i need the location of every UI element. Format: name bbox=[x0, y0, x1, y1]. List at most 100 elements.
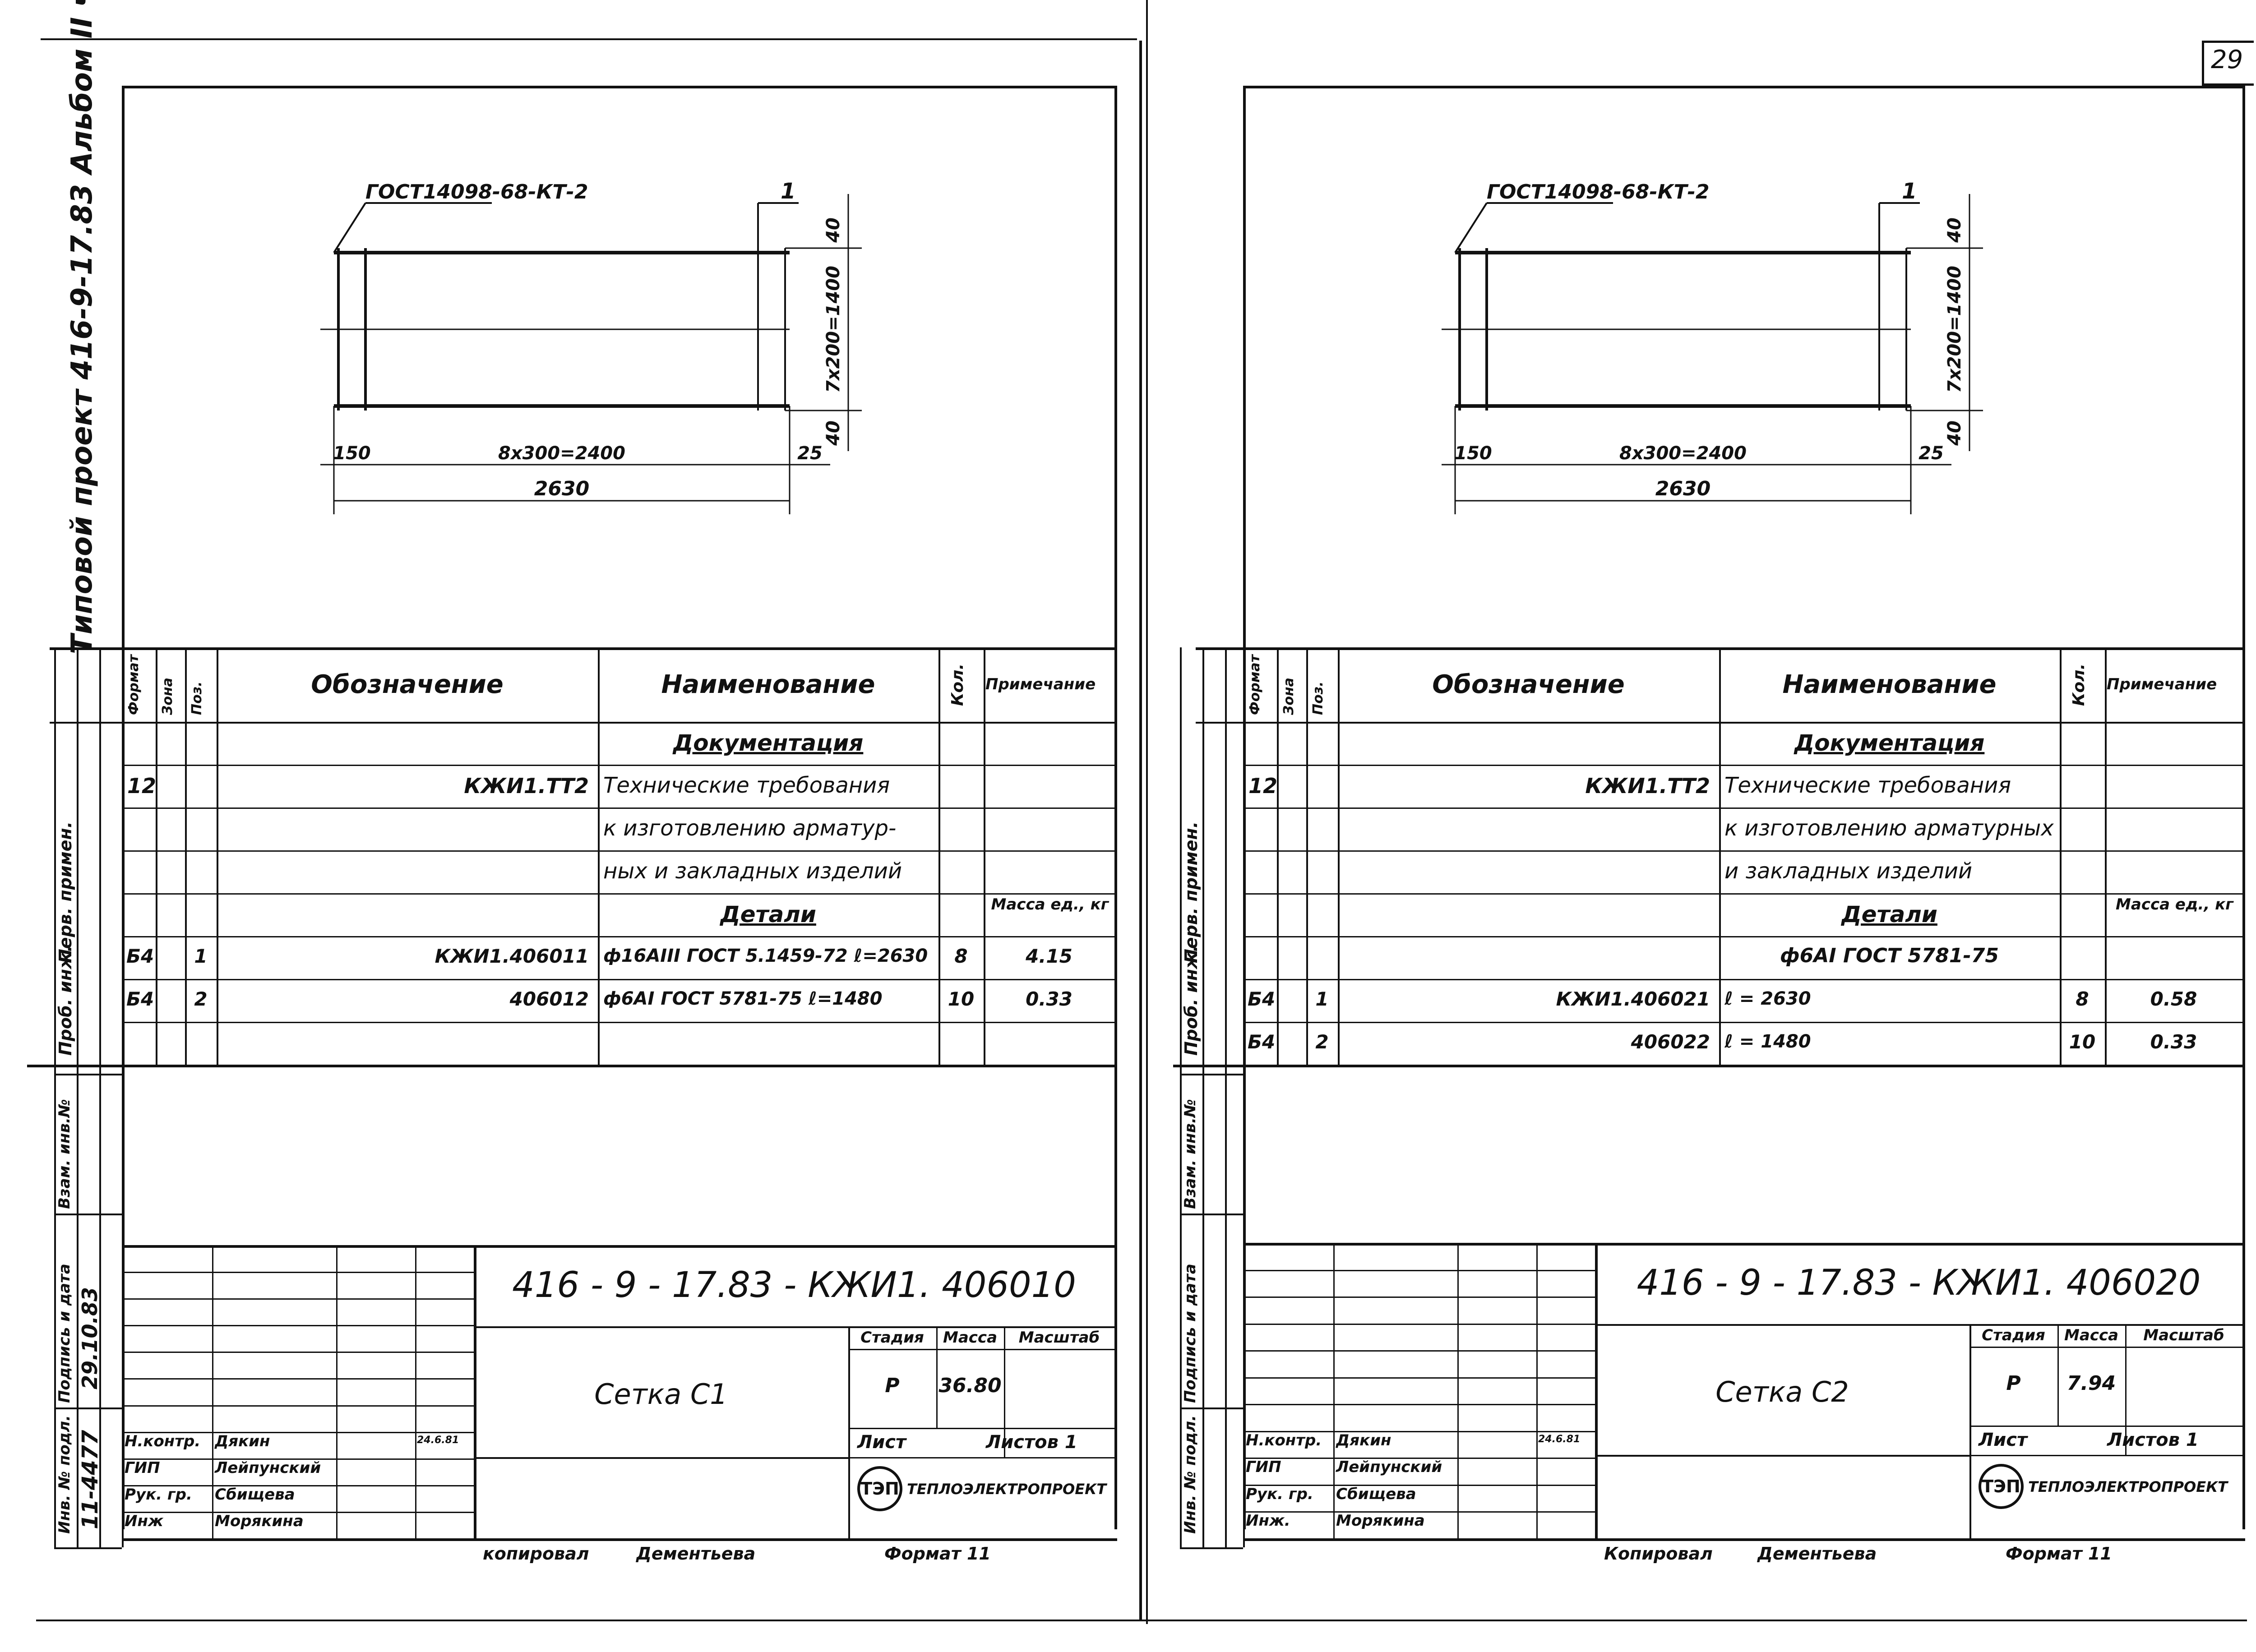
vdim-mid-text: 7х200=1400 bbox=[823, 266, 844, 393]
side-bottom bbox=[1180, 1547, 1243, 1549]
side-inv-original: Инв. № подл. bbox=[1181, 1415, 1199, 1534]
titleblock-code-left bbox=[474, 1245, 476, 1538]
mesh-drawing: ГОСТ14098-68-КТ-212407х200=1400148040251… bbox=[320, 179, 862, 514]
doc-name-line: Технические требования bbox=[1724, 773, 2011, 798]
table-row-line bbox=[1243, 850, 2242, 852]
parts-extra-line: ф6АI ГОСТ 5781-75 bbox=[1780, 944, 1999, 967]
top-line bbox=[41, 38, 1137, 40]
gost-leader bbox=[1454, 202, 1488, 254]
sheet-right: ГОСТ14098-68-КТ-212407х200=1400148040251… bbox=[1146, 0, 2256, 1652]
drawing-title: Сетка С2 bbox=[1715, 1375, 1849, 1408]
titleblock-grid-row bbox=[122, 1511, 474, 1513]
table-row-line bbox=[1243, 765, 2242, 766]
table-row-line bbox=[1243, 1022, 2242, 1023]
table-col-line bbox=[1338, 647, 1340, 1065]
table-row-line bbox=[122, 765, 1114, 766]
row-name: ℓ = 2630 bbox=[1724, 990, 1811, 1008]
doc-name-line: к изготовлению арматур- bbox=[603, 816, 897, 841]
table-top bbox=[50, 647, 1117, 650]
mass-label: Масса bbox=[943, 1329, 998, 1347]
row-pos: 2 bbox=[194, 988, 208, 1010]
titleblock-grid-row bbox=[1243, 1484, 1595, 1486]
row-qty: 8 bbox=[2076, 988, 2089, 1010]
header-qty: Кол. bbox=[2070, 663, 2088, 706]
stage-row-3 bbox=[1969, 1455, 2242, 1456]
drawing-code: 416 - 9 - 17.83 - КЖИ1. 406010 bbox=[512, 1265, 1076, 1306]
mass-value: 7.94 bbox=[2066, 1372, 2116, 1395]
titleblock-title-right bbox=[1969, 1324, 1971, 1538]
vdim-bot-text: 40 bbox=[823, 420, 844, 446]
hdim-total-text: 2630 bbox=[1655, 477, 1710, 500]
person-name: Морякина bbox=[1336, 1512, 1425, 1530]
table-col-line bbox=[1306, 647, 1308, 1065]
section-docs: Документация bbox=[673, 730, 864, 756]
header-note: Примечание bbox=[2107, 675, 2217, 693]
stage-label: Стадия bbox=[860, 1329, 924, 1347]
titleblock-grid-col bbox=[1333, 1243, 1335, 1538]
sheets-label: Листов 1 bbox=[986, 1432, 1077, 1453]
side-split-1 bbox=[1180, 1074, 1243, 1075]
side-stamp-col bbox=[1243, 647, 1245, 1547]
side-stamp-col bbox=[1202, 647, 1204, 1547]
side-engineer: Проб. инж. bbox=[55, 945, 75, 1056]
person-role: Инж bbox=[125, 1512, 163, 1530]
titleblock-grid-col bbox=[415, 1245, 416, 1538]
stage-col-1 bbox=[2057, 1324, 2059, 1426]
hdim-first-text: 150 bbox=[1454, 443, 1492, 464]
table-row-line bbox=[122, 936, 1114, 937]
person-role: Н.контр. bbox=[1246, 1431, 1322, 1449]
org-logo-icon: ТЭП bbox=[857, 1466, 902, 1511]
table-col-line bbox=[1114, 647, 1117, 1065]
header-name: Наименование bbox=[1782, 670, 1997, 699]
titleblock-grid-col bbox=[1457, 1243, 1459, 1538]
row-note: 0.33 bbox=[1026, 988, 1073, 1010]
titleblock-grid-row bbox=[1243, 1297, 1595, 1298]
titleblock-grid-row bbox=[122, 1272, 474, 1274]
titleblock-top bbox=[1243, 1243, 2245, 1246]
titleblock-grid-row bbox=[1243, 1511, 1595, 1513]
row-format: Б4 bbox=[126, 945, 154, 967]
pos1-label: 1 bbox=[1902, 179, 1917, 204]
titleblock-grid-col bbox=[336, 1245, 337, 1538]
side-split-3 bbox=[54, 1407, 122, 1409]
table-col-line bbox=[156, 647, 157, 1065]
row-pos: 2 bbox=[1315, 1031, 1329, 1053]
header-zone: Зона bbox=[160, 678, 176, 715]
doc-name-line: Технические требования bbox=[603, 773, 890, 798]
row-qty: 10 bbox=[2069, 1031, 2096, 1053]
titleblock-code-bottom bbox=[474, 1326, 1117, 1328]
footer-copied: копировал bbox=[483, 1544, 589, 1564]
doc-name-line: и закладных изделий bbox=[1724, 858, 1973, 884]
stage-row-1 bbox=[1969, 1347, 2242, 1348]
person-name: Лейпунский bbox=[215, 1458, 321, 1477]
row-qty: 10 bbox=[948, 988, 975, 1010]
table-bottom bbox=[1173, 1065, 2245, 1067]
table-col-line bbox=[938, 647, 940, 1065]
doc-designation: КЖИ1.ТТ2 bbox=[464, 774, 589, 798]
table-header-bottom bbox=[50, 722, 1117, 724]
header-pos: Поз. bbox=[1310, 681, 1326, 715]
hdim-right-text: 25 bbox=[1919, 443, 1944, 464]
section-docs: Документация bbox=[1794, 730, 1985, 756]
hdim-total-text: 2630 bbox=[534, 477, 589, 500]
hdim-step-text: 8х300=2400 bbox=[498, 443, 625, 464]
stage-value: Р bbox=[2006, 1372, 2021, 1395]
side-signature-date: Подпись и дата bbox=[55, 1264, 74, 1403]
vdim-mid-text: 7х200=1400 bbox=[1944, 266, 1965, 393]
person-name: Дякин bbox=[215, 1432, 270, 1450]
table-row-line bbox=[122, 808, 1114, 809]
titleblock-grid-row bbox=[1243, 1269, 1595, 1271]
person-name: Сбищева bbox=[215, 1485, 295, 1504]
titleblock-top bbox=[122, 1245, 1117, 1248]
titleblock-bottom bbox=[1243, 1538, 2245, 1541]
org-name: ТЕПЛОЭЛЕКТРОПРОЕКТ bbox=[2028, 1478, 2228, 1495]
side-split-3 bbox=[1180, 1407, 1243, 1409]
row-name: ф6АI ГОСТ 5781-75 ℓ=1480 bbox=[603, 990, 883, 1008]
stage-col-1 bbox=[936, 1326, 938, 1428]
titleblock-grid-row bbox=[122, 1378, 474, 1380]
table-row-line bbox=[1243, 808, 2242, 809]
table-col-line bbox=[2242, 647, 2245, 1065]
header-note: Примечание bbox=[985, 675, 1096, 693]
footer-copier: Дементьева bbox=[636, 1544, 756, 1564]
mass-note: Масса ед., кг bbox=[2116, 895, 2233, 914]
